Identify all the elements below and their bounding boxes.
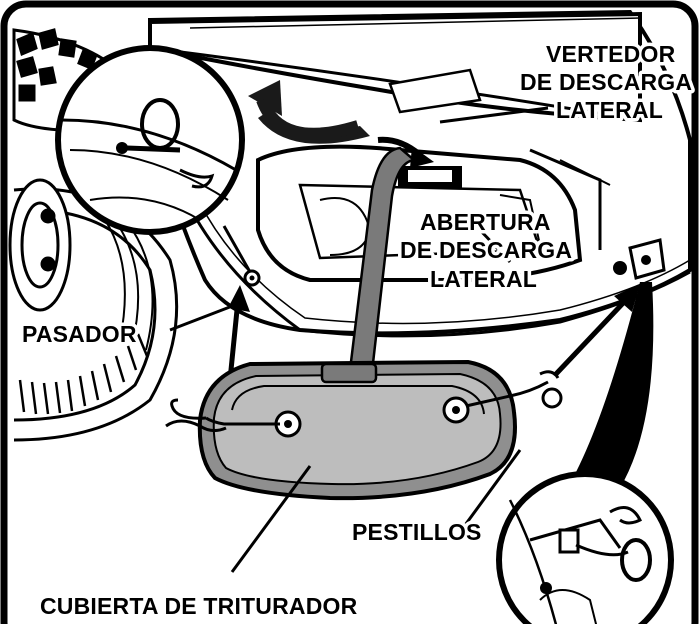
- latch-detail-inset: [499, 474, 671, 624]
- chute-label-line2: DE DESCARGA: [520, 69, 692, 95]
- opening-label-line1: ABERTURA: [420, 209, 551, 235]
- chute-label-line3: LATERAL: [556, 97, 663, 123]
- pin-on-deck: [245, 271, 259, 285]
- latches-label: PESTILLOS: [352, 519, 482, 545]
- opening-label-line3: LATERAL: [430, 266, 537, 292]
- chute-label-line1: VERTEDOR: [546, 41, 676, 67]
- opening-label-line2: DE DESCARGA: [400, 237, 572, 263]
- pin-label: PASADOR: [22, 321, 137, 347]
- mulching-cover: [200, 362, 515, 498]
- cover-label: CUBIERTA DE TRITURADOR: [40, 593, 358, 619]
- pin-detail-inset: [58, 48, 242, 232]
- wheel-hub: [10, 180, 70, 310]
